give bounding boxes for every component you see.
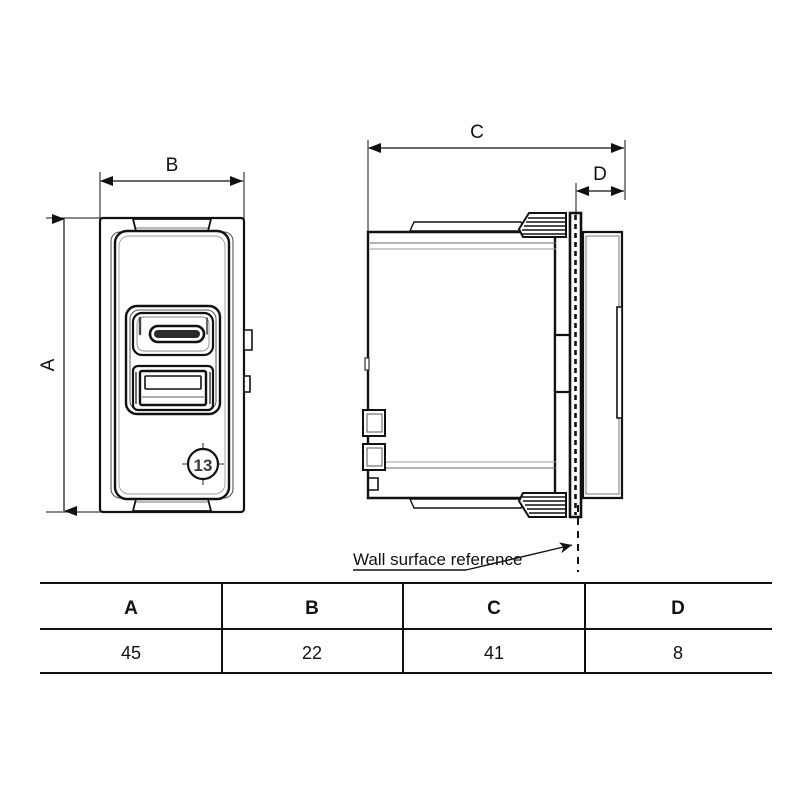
dimension-b: B: [99, 155, 245, 222]
side-top-shoulder: [408, 221, 527, 232]
usb-c-port: [131, 311, 215, 357]
side-terminal-lug-upper-inner: [366, 413, 383, 433]
table-header-cell: B: [305, 598, 319, 619]
marking-number: 13: [194, 456, 213, 475]
marking-circle: [186, 447, 220, 481]
dimension-a: A: [38, 214, 104, 516]
table-header-row: A B C D: [124, 598, 685, 619]
table-header-cell: D: [671, 598, 685, 619]
side-upper-claw: [517, 212, 567, 238]
wall-reference-leader: [465, 542, 573, 571]
front-right-latch-lower: [243, 375, 251, 393]
dim-a-label: A: [38, 358, 59, 371]
side-terminal-lug-lower-inner: [366, 447, 383, 467]
table-header-cell: A: [124, 598, 138, 619]
dimension-d: D: [575, 150, 626, 218]
front-right-latch-upper: [243, 329, 253, 351]
dimension-table: A B C D 45 22 41 8: [40, 582, 772, 674]
side-bottom-shoulder: [408, 498, 527, 509]
side-faceplate-rib: [568, 211, 583, 519]
side-left-mid-nub: [364, 357, 370, 371]
usb-c-tongue: [154, 330, 200, 338]
table-header-cell: C: [487, 598, 501, 619]
usb-a-port: [131, 364, 215, 412]
dim-b-label: B: [166, 155, 179, 176]
front-view: 13 B A: [38, 155, 253, 516]
side-body-outline: [366, 230, 557, 500]
table-row: 45 22 41 8: [121, 643, 683, 663]
side-view: C D Wall surface reference: [353, 122, 626, 572]
side-lower-claw: [517, 492, 567, 518]
dimension-c: C: [367, 122, 626, 236]
side-bottom-left-chamfer: [368, 477, 379, 491]
side-bezel-edge-detail: [616, 306, 623, 419]
dim-d-label: D: [593, 164, 607, 185]
table-cell-value: 8: [673, 643, 683, 663]
dim-c-label: C: [470, 122, 484, 143]
table-cell-value: 41: [484, 643, 504, 663]
wall-surface-reference: Wall surface reference: [353, 505, 579, 572]
table-cell-value: 45: [121, 643, 141, 663]
table-cell-value: 22: [302, 643, 322, 663]
side-front-bezel-inner: [585, 235, 620, 495]
wall-reference-label: Wall surface reference: [353, 550, 522, 569]
usb-a-tongue: [144, 375, 202, 390]
module-marking: 13: [182, 443, 224, 485]
side-upper-claw-outline: [517, 212, 567, 238]
